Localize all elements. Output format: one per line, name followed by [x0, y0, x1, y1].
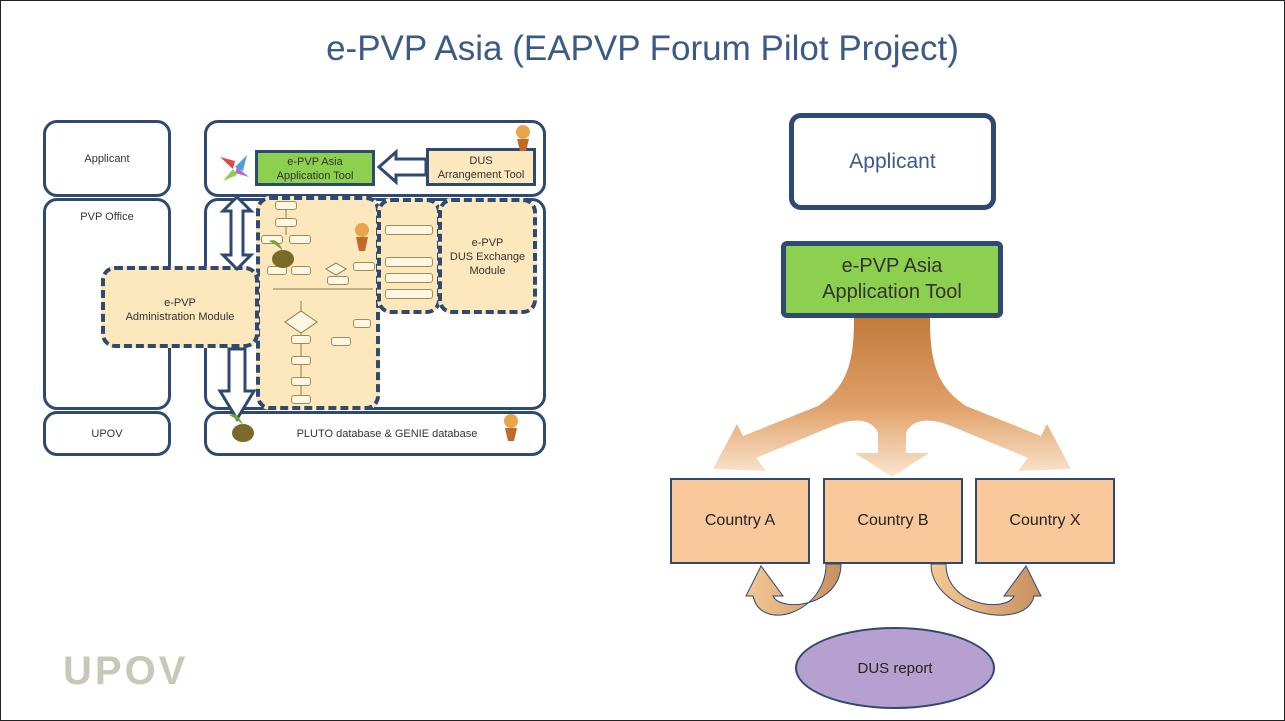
dus-arrangement-line1: DUS [469, 155, 493, 167]
lane-pvp-office-label: PVP Office [80, 211, 134, 223]
country-a-box: Country A [670, 478, 810, 564]
right-applicant-box: Applicant [789, 113, 996, 210]
upov-area [204, 411, 546, 456]
flow-step [275, 201, 297, 210]
lane-upov-label: UPOV [91, 427, 123, 440]
lane-applicant: Applicant [43, 120, 171, 197]
dus-exchange-module: e-PVP DUS Exchange Module [438, 198, 537, 314]
dus-report-ellipse: DUS report [795, 627, 995, 709]
lane-upov: UPOV [43, 411, 171, 456]
left-app-tool-line1: e-PVP Asia [287, 156, 343, 168]
flow-step [291, 266, 311, 275]
country-x-box: Country X [975, 478, 1115, 564]
flow-step [385, 225, 433, 235]
distribution-fan-arrow [713, 318, 1071, 477]
country-a-label: Country A [704, 512, 776, 529]
left-app-tool-line2: Application Tool [276, 170, 354, 182]
right-applicant-label: Applicant [849, 149, 936, 173]
flow-step [291, 377, 311, 386]
flow-step [291, 335, 311, 344]
database-label: PLUTO database & GENIE database [296, 428, 478, 440]
curve-arrow-right [930, 563, 1042, 616]
upov-logo: UPOV [63, 649, 189, 693]
flow-step [291, 395, 311, 404]
flow-step [291, 356, 311, 365]
curve-arrow-left [745, 563, 842, 616]
dus-exchange-line2: DUS Exchange [449, 251, 526, 263]
dus-arrangement-line2: Arrangement Tool [437, 169, 525, 181]
admin-module-line2: Administration Module [125, 311, 235, 323]
flow-step [289, 235, 311, 244]
administration-module: e-PVP Administration Module [101, 266, 259, 348]
flow-step [385, 257, 433, 267]
country-b-label: Country B [857, 512, 929, 529]
right-app-tool-line2: Application Tool [822, 281, 962, 303]
country-b-box: Country B [823, 478, 963, 564]
flow-step [331, 337, 351, 346]
slide-title: e-PVP Asia (EAPVP Forum Pilot Project) [326, 29, 959, 68]
dus-arrangement-tool: DUS Arrangement Tool [426, 148, 536, 186]
flow-step [267, 266, 287, 275]
right-app-tool-line1: e-PVP Asia [841, 255, 943, 277]
flow-step [353, 319, 371, 328]
dus-exchange-line1: e-PVP [471, 237, 504, 249]
flow-step [275, 218, 297, 227]
lane-applicant-label: Applicant [84, 152, 130, 165]
admin-module-line1: e-PVP [164, 297, 196, 309]
flow-step [327, 276, 349, 285]
flow-step [353, 262, 375, 271]
flow-step [385, 273, 433, 283]
country-x-label: Country X [1009, 512, 1081, 529]
dus-exchange-line3: Module [469, 265, 506, 277]
left-app-tool: e-PVP Asia Application Tool [255, 150, 375, 186]
flow-step [261, 235, 283, 244]
right-app-tool: e-PVP Asia Application Tool [781, 241, 1003, 318]
workflow-box [256, 196, 380, 410]
dus-report-label: DUS report [857, 659, 933, 677]
flow-step [385, 289, 433, 299]
